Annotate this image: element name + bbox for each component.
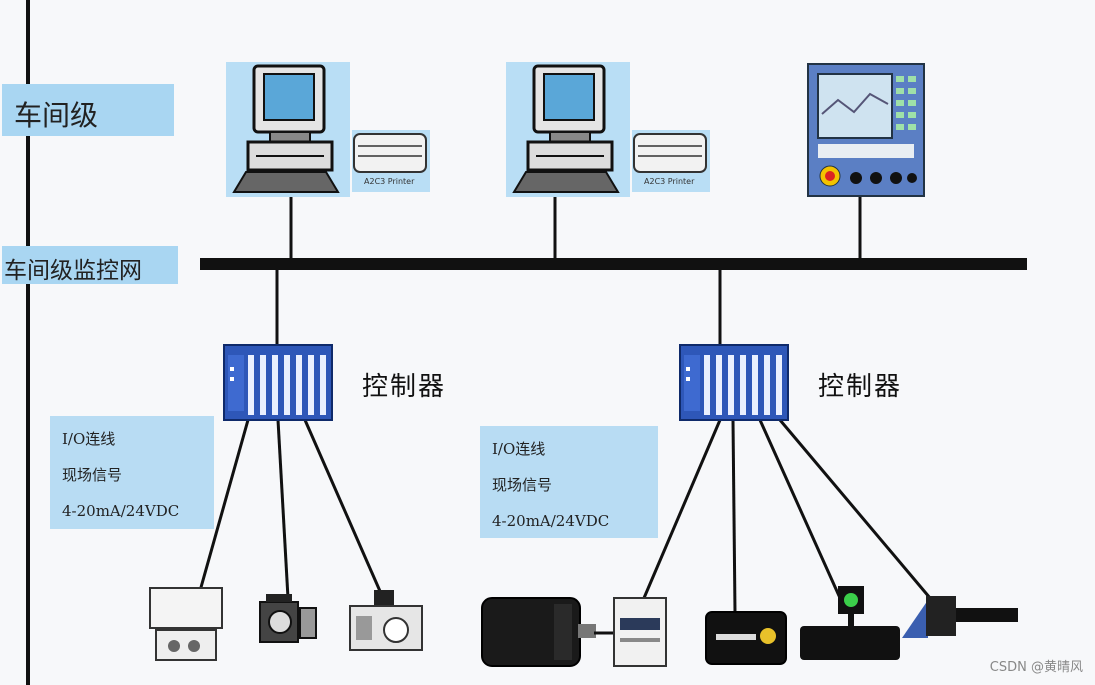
field-line-2b (731, 419, 737, 613)
printer-label-1: A2C3 Printer (364, 177, 415, 186)
io-line-2: 现场信号 (62, 466, 123, 484)
field-device-flow-meter (705, 611, 787, 665)
io-line-3: 4-20mA/24VDC (62, 502, 180, 520)
field-line-2d (778, 419, 932, 599)
field-line-2a (642, 419, 722, 599)
io-line-3: 4-20mA/24VDC (492, 512, 610, 530)
left-boundary-line (26, 0, 30, 685)
cnc-control-panel (807, 63, 925, 197)
controller-1-rack (223, 344, 333, 421)
field-device-servo-motor (481, 597, 596, 667)
workstation-1: A2C3 Printer (226, 62, 430, 197)
field-line-1b (276, 419, 290, 599)
monitoring-network-bus (200, 258, 1027, 270)
field-device-transmitter (800, 586, 900, 660)
field-line-2c (758, 419, 842, 599)
workshop-level-text: 车间级 (14, 99, 99, 132)
field-device-pressure-sensor (902, 596, 1018, 638)
io-info-box-2: I/O连线 现场信号 4-20mA/24VDC (480, 426, 658, 538)
field-device-positioner (259, 594, 317, 643)
workshop-network-text: 车间级监控网 (4, 258, 142, 284)
field-line-1a (196, 419, 250, 599)
printer-label-2: A2C3 Printer (644, 177, 695, 186)
field-device-servo-drive (613, 597, 667, 667)
io-line-2: 现场信号 (492, 476, 553, 494)
controller-1-label: 控制器 (362, 372, 447, 402)
controller-2-rack (679, 344, 789, 421)
field-device-valve-body (349, 590, 423, 651)
field-line-1c (303, 419, 385, 599)
watermark-text: CSDN @黄晴风 (989, 660, 1083, 675)
field-device-valve-actuator (149, 587, 223, 661)
io-info-box-1: I/O连线 现场信号 4-20mA/24VDC (50, 416, 214, 529)
workshop-network-label: 车间级监控网 (2, 246, 178, 284)
io-line-1: I/O连线 (62, 430, 116, 448)
workshop-level-label: 车间级 (2, 84, 174, 136)
workstation-2: A2C3 Printer (506, 62, 710, 197)
io-line-1: I/O连线 (492, 440, 546, 458)
controller-2-label: 控制器 (818, 372, 903, 402)
